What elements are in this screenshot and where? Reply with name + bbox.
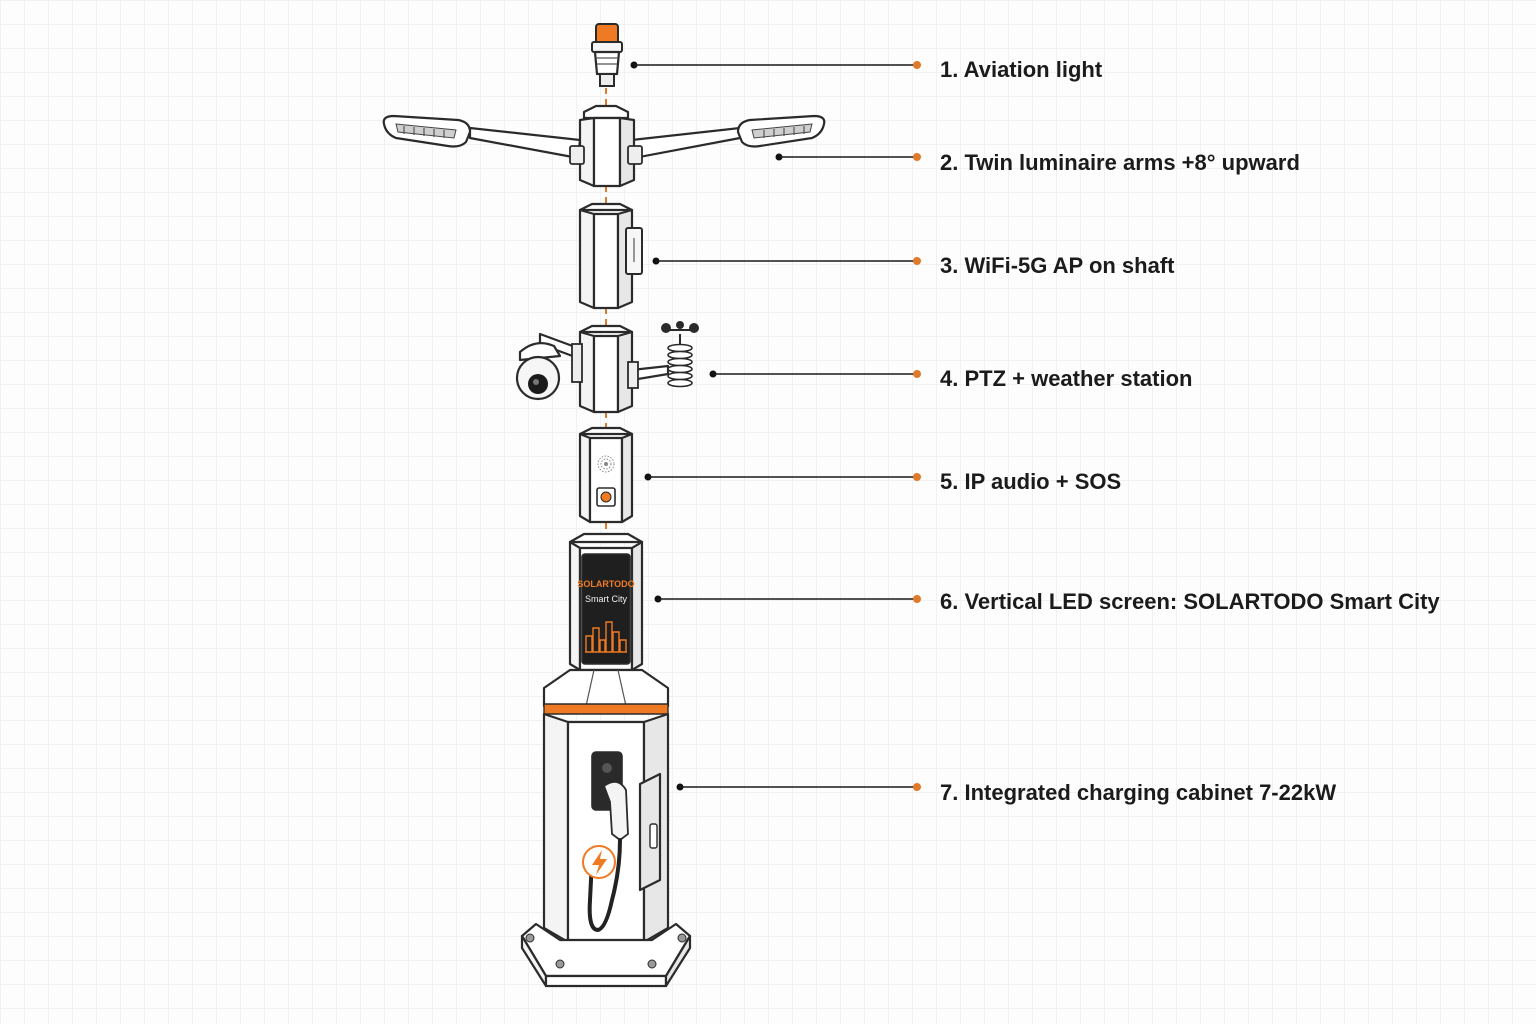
callout-5: 5. IP audio + SOS (644, 469, 1121, 494)
callout-3: 3. WiFi-5G AP on shaft (652, 253, 1175, 278)
callout-label-1: 1. Aviation light (940, 57, 1103, 82)
callout-label-4: 4. PTZ + weather station (940, 366, 1192, 391)
ptz-weather-segment (515, 321, 699, 414)
led-screen-panel (581, 553, 631, 665)
screen-brand: SOLARTODO (577, 579, 634, 589)
city-skyline-icon (585, 621, 627, 653)
aviation-light (591, 23, 623, 87)
callout-label-5: 5. IP audio + SOS (940, 469, 1121, 494)
callout-6: 6. Vertical LED screen: SOLARTODO Smart … (654, 589, 1440, 614)
callout-1: 1. Aviation light (630, 57, 1103, 82)
audio-sos-segment (578, 426, 634, 524)
led-screen-segment: SOLARTODO Smart City (568, 532, 644, 672)
screen-tagline: Smart City (585, 594, 628, 604)
callout-7: 7. Integrated charging cabinet 7-22kW (676, 780, 1336, 805)
callout-label-2: 2. Twin luminaire arms +8° upward (940, 150, 1300, 175)
speaker-grille-icon (597, 455, 615, 473)
charging-cabinet (520, 668, 692, 988)
luminaire-arms (382, 104, 826, 188)
callout-label-6: 6. Vertical LED screen: SOLARTODO Smart … (940, 589, 1440, 614)
lightning-bolt-icon (582, 845, 616, 879)
callout-label-3: 3. WiFi-5G AP on shaft (940, 253, 1175, 278)
callout-2: 2. Twin luminaire arms +8° upward (775, 150, 1300, 175)
wifi-5g-shaft-segment (578, 202, 643, 310)
callout-label-7: 7. Integrated charging cabinet 7-22kW (940, 780, 1336, 805)
callout-4: 4. PTZ + weather station (709, 366, 1192, 391)
